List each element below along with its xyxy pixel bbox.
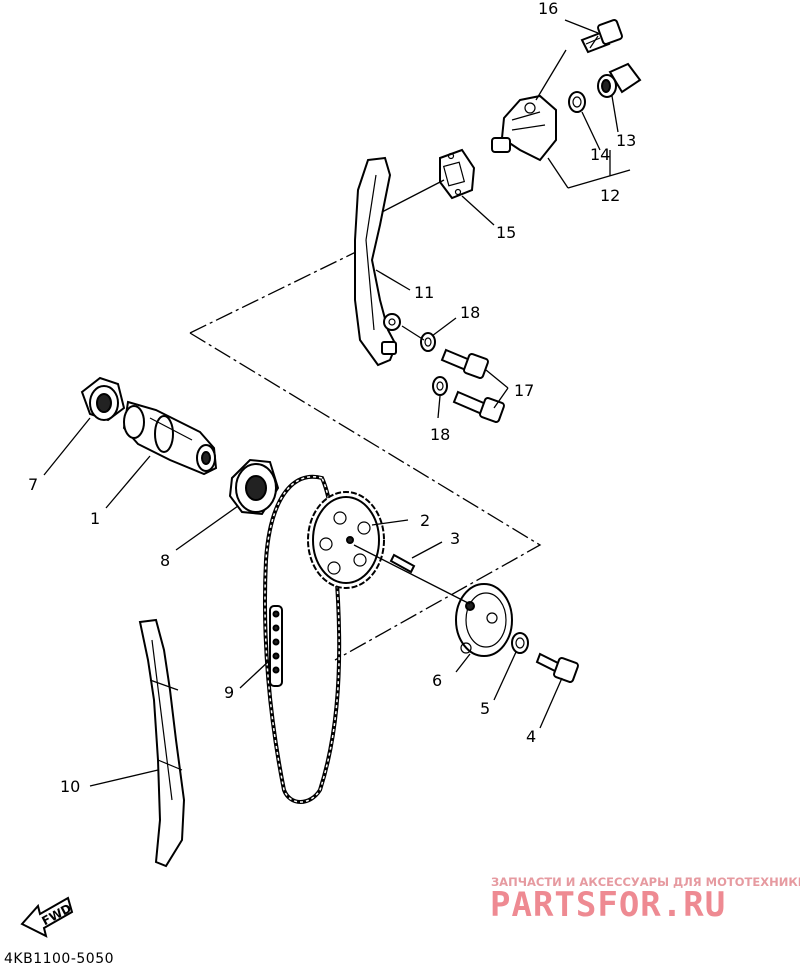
part-17-bolt-upper (440, 348, 489, 379)
part-2-cam-sprocket (307, 491, 385, 589)
watermark-logo-text: PARTSFOR.RU (490, 885, 726, 925)
callout-4: 4 (526, 727, 536, 746)
callout-14: 14 (590, 145, 610, 164)
callout-3: 3 (450, 529, 460, 548)
part-12-tensioner (491, 94, 557, 162)
watermark-logo: ЗАПЧАСТИ И АКСЕССУАРЫ ДЛЯ МОТОТЕХНИКИ PA… (490, 875, 800, 925)
part-17-bolt-lower (452, 390, 505, 423)
callout-7: 7 (28, 475, 38, 494)
part-10-chain-guide (138, 618, 186, 868)
watermark-tagline: ЗАПЧАСТИ И АКСЕССУАРЫ ДЛЯ МОТОТЕХНИКИ (491, 875, 800, 889)
diagram-code: 4KB1100-5050 (4, 951, 114, 967)
part-1-camshaft (122, 400, 218, 476)
part-4-bolt (535, 652, 579, 683)
part-15-gasket (439, 148, 476, 200)
callout-11: 11 (414, 283, 434, 302)
fwd-arrow-icon: FWD (20, 896, 74, 938)
part-11-guide (354, 156, 401, 367)
part-5-washer (511, 632, 529, 654)
callout-2: 2 (420, 511, 430, 530)
callout-13: 13 (616, 131, 636, 150)
callout-15: 15 (496, 223, 516, 242)
callout-16: 16 (538, 0, 558, 18)
part-13-plug (597, 62, 642, 98)
leader-lines (43, 19, 631, 787)
callout-17: 17 (514, 381, 534, 400)
callout-18-lower: 18 (430, 425, 450, 444)
callout-10: 10 (60, 777, 80, 796)
callout-1: 1 (90, 509, 100, 528)
part-8-bearing (228, 458, 280, 516)
part-3-pin (389, 553, 416, 574)
part-14-washer (568, 91, 586, 113)
callout-18-upper: 18 (460, 303, 480, 322)
callout-12: 12 (600, 186, 620, 205)
callout-8: 8 (160, 551, 170, 570)
callout-5: 5 (480, 699, 490, 718)
part-18-washer-upper (420, 332, 436, 352)
callout-6: 6 (432, 671, 442, 690)
part-18-washer-lower (432, 376, 448, 396)
part-7-bearing (80, 376, 126, 422)
part-6-plate (455, 583, 513, 657)
callout-9: 9 (224, 683, 234, 702)
part-16-bolt (580, 19, 623, 54)
